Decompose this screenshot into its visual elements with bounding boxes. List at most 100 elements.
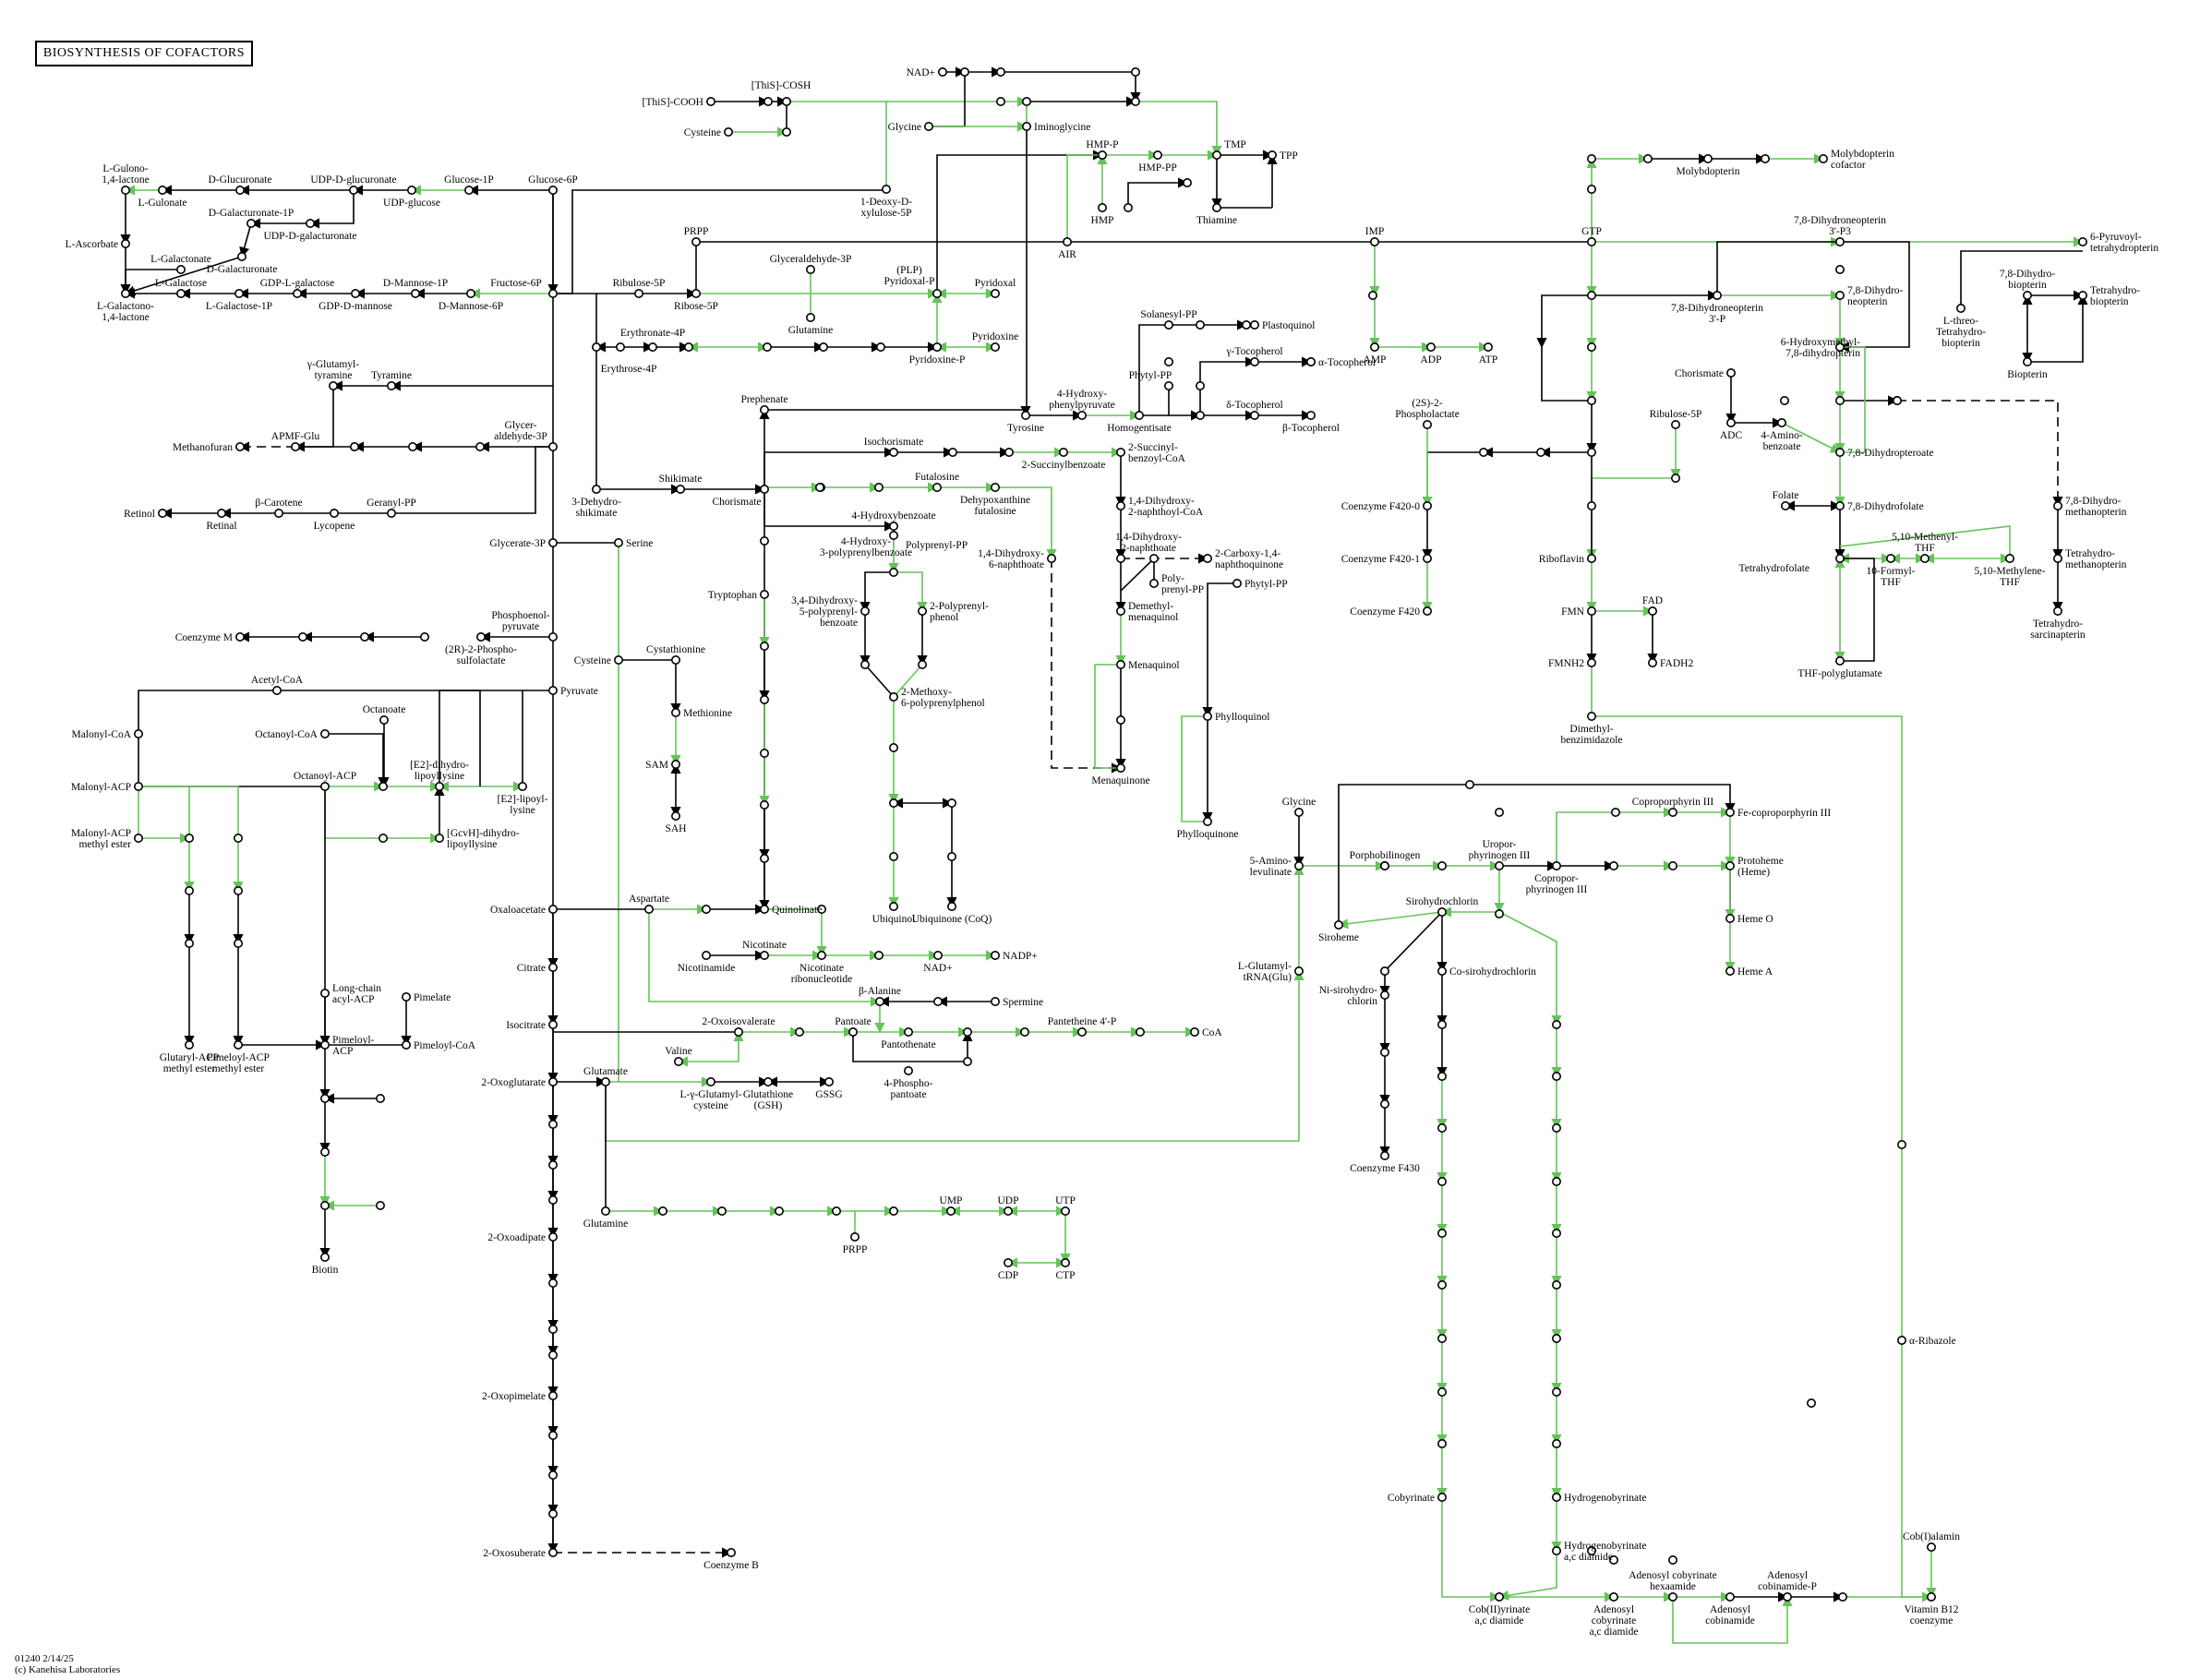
intermediate-node[interactable] xyxy=(1437,860,1448,870)
intermediate-node[interactable] xyxy=(1552,1334,1562,1344)
compound-node-methenylthf[interactable] xyxy=(1920,553,1930,563)
compound-node-nad[interactable] xyxy=(932,951,943,961)
compound-node-serine[interactable] xyxy=(613,537,623,547)
compound-node-lgalactono[interactable] xyxy=(121,288,131,298)
intermediate-node[interactable] xyxy=(547,1325,558,1335)
intermediate-node[interactable] xyxy=(917,659,927,669)
intermediate-node[interactable] xyxy=(1897,1140,1907,1150)
compound-node-udp[interactable] xyxy=(1004,1206,1014,1217)
compound-node-ump[interactable] xyxy=(946,1206,956,1217)
compound-node-methylenethf[interactable] xyxy=(2005,553,2015,563)
intermediate-node[interactable] xyxy=(547,1278,558,1289)
compound-node-pantothenate[interactable] xyxy=(903,1027,913,1038)
intermediate-node[interactable] xyxy=(1164,356,1174,366)
compound-node-thiamine[interactable] xyxy=(1212,203,1222,213)
compound-node-hydroxybenzoate[interactable] xyxy=(888,521,898,531)
compound-node-adocobyrinatediamide[interactable] xyxy=(1609,1592,1619,1602)
compound-node-pantetheine[interactable] xyxy=(1077,1027,1088,1038)
compound-node-gtp[interactable] xyxy=(1587,236,1597,246)
intermediate-node[interactable] xyxy=(1196,380,1206,390)
compound-node-hmpp[interactable] xyxy=(1098,150,1108,161)
compound-node-lgulonate[interactable] xyxy=(158,186,168,196)
compound-node-lgalactose[interactable] xyxy=(176,288,186,298)
compound-node-dhna2[interactable] xyxy=(1047,553,1057,563)
compound-node-gssg[interactable] xyxy=(824,1077,834,1087)
compound-node-longchainacp[interactable] xyxy=(319,989,330,999)
compound-node-phospholactate[interactable] xyxy=(1423,419,1433,429)
intermediate-node[interactable] xyxy=(1671,473,1681,483)
compound-node-sah[interactable] xyxy=(670,810,680,821)
intermediate-node[interactable] xyxy=(947,798,957,808)
compound-node-cdp[interactable] xyxy=(1004,1258,1014,1268)
compound-node-carboxynq[interactable] xyxy=(1203,553,1213,563)
compound-node-dmb[interactable] xyxy=(1587,711,1597,721)
compound-node-menaquinol[interactable] xyxy=(1116,659,1126,669)
intermediate-node[interactable] xyxy=(1835,395,1845,405)
intermediate-node[interactable] xyxy=(1495,807,1505,817)
compound-node-molybdocofactor[interactable] xyxy=(1819,154,1829,164)
intermediate-node[interactable] xyxy=(1668,1555,1678,1566)
compound-node-prpp_top[interactable] xyxy=(691,236,701,246)
intermediate-node[interactable] xyxy=(1124,203,1134,213)
compound-node-f420[interactable] xyxy=(1423,606,1433,616)
intermediate-node[interactable] xyxy=(1183,178,1193,188)
intermediate-node[interactable] xyxy=(873,951,884,961)
compound-node-dehypoxanthine[interactable] xyxy=(991,482,1001,492)
compound-node-btoco[interactable] xyxy=(1306,410,1316,420)
intermediate-node[interactable] xyxy=(888,851,898,861)
compound-node-dhpbenzoate[interactable] xyxy=(860,606,870,616)
intermediate-node[interactable] xyxy=(1368,290,1378,300)
compound-node-polyprenylphenol[interactable] xyxy=(917,606,927,616)
intermediate-node[interactable] xyxy=(1536,447,1546,457)
compound-node-glutamate[interactable] xyxy=(600,1077,610,1087)
compound-node-dtoco[interactable] xyxy=(1250,410,1260,420)
intermediate-node[interactable] xyxy=(1380,1099,1390,1110)
compound-node-glutamine_top[interactable] xyxy=(805,312,815,322)
compound-node-ctp[interactable] xyxy=(1061,1258,1071,1268)
intermediate-node[interactable] xyxy=(547,1160,558,1170)
compound-node-pyruvoyl[interactable] xyxy=(2078,236,2088,246)
compound-node-pimelate[interactable] xyxy=(401,992,411,1002)
intermediate-node[interactable] xyxy=(1838,1592,1848,1602)
compound-node-nadp[interactable] xyxy=(991,951,1001,961)
compound-node-ribulose5p[interactable] xyxy=(633,288,643,298)
compound-node-phosphopantoate[interactable] xyxy=(903,1066,913,1076)
compound-node-dhfolate[interactable] xyxy=(1835,500,1845,510)
compound-node-atoco[interactable] xyxy=(1306,356,1316,366)
compound-node-formylthf[interactable] xyxy=(1886,553,1896,563)
compound-node-menaquinone[interactable] xyxy=(1116,762,1126,773)
intermediate-node[interactable] xyxy=(419,631,429,642)
compound-node-adocobinamidep[interactable] xyxy=(1783,1592,1793,1602)
intermediate-node[interactable] xyxy=(860,659,870,669)
intermediate-node[interactable] xyxy=(1552,1177,1562,1187)
intermediate-node[interactable] xyxy=(1131,97,1141,107)
compound-node-chorismate_r[interactable] xyxy=(1726,367,1737,378)
compound-node-namn[interactable] xyxy=(816,951,826,961)
compound-node-shikimate[interactable] xyxy=(675,484,685,494)
compound-node-pimeloylcoa[interactable] xyxy=(401,1040,411,1050)
compound-node-cobiirinate[interactable] xyxy=(1495,1592,1505,1602)
compound-node-lgalactonate[interactable] xyxy=(176,264,186,274)
intermediate-node[interactable] xyxy=(1437,1439,1448,1449)
intermediate-node[interactable] xyxy=(759,694,769,704)
compound-node-succinylbenzoylcoa[interactable] xyxy=(1116,447,1126,457)
intermediate-node[interactable] xyxy=(547,1195,558,1206)
compound-node-pimeloylacpme[interactable] xyxy=(234,1040,244,1050)
intermediate-node[interactable] xyxy=(816,904,826,914)
intermediate-node[interactable] xyxy=(234,833,244,843)
compound-node-nicotinate[interactable] xyxy=(759,951,769,961)
intermediate-node[interactable] xyxy=(818,342,828,352)
compound-node-thbiopterin[interactable] xyxy=(2078,290,2088,300)
intermediate-node[interactable] xyxy=(875,342,885,352)
intermediate-node[interactable] xyxy=(185,833,195,843)
compound-node-dhnp3p1[interactable] xyxy=(1713,290,1723,300)
compound-node-biopterin[interactable] xyxy=(2023,356,2033,366)
compound-node-protoheme[interactable] xyxy=(1725,860,1736,870)
compound-node-phosphosulfolactate[interactable] xyxy=(475,631,486,642)
compound-node-valine[interactable] xyxy=(673,1057,683,1067)
intermediate-node[interactable] xyxy=(375,1094,385,1104)
intermediate-node[interactable] xyxy=(1380,1048,1390,1058)
compound-node-fructose6p[interactable] xyxy=(547,288,558,298)
compound-node-malonylacp[interactable] xyxy=(134,781,144,791)
intermediate-node[interactable] xyxy=(547,1120,558,1130)
